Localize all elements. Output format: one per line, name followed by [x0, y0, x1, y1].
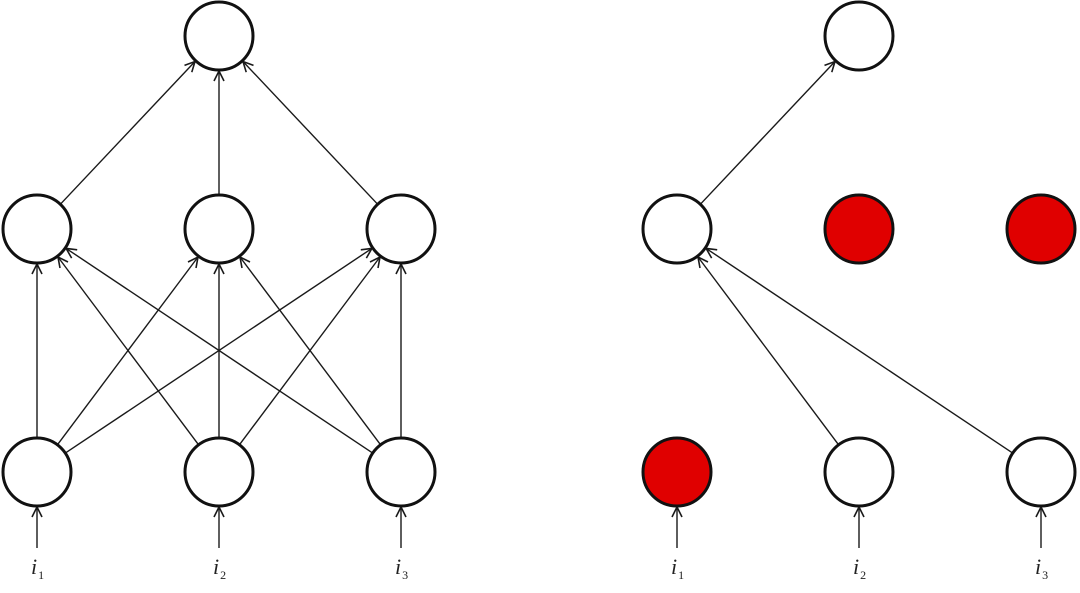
input-neuron: [823, 436, 895, 508]
input-neuron: [1, 436, 73, 508]
connection-arrow: [58, 257, 200, 446]
input-neuron: [1005, 436, 1077, 508]
connection-arrow: [59, 62, 195, 205]
hidden-neuron: [641, 193, 713, 265]
output-neuron: [183, 0, 255, 72]
connection-arrow: [706, 248, 1014, 454]
input-label: i2: [213, 554, 226, 582]
hidden-neuron: [183, 193, 255, 265]
input-neuron: [183, 436, 255, 508]
input-label: i3: [1035, 554, 1048, 582]
input-neuron: [365, 436, 437, 508]
input-label: i2: [853, 554, 866, 582]
input-label: i3: [395, 554, 408, 582]
dropped-hidden-neuron: [823, 193, 895, 265]
connection-arrow: [66, 248, 374, 454]
connection-arrow: [699, 62, 835, 205]
connection-arrow: [240, 257, 382, 446]
dropped-hidden-neuron: [1005, 193, 1077, 265]
hidden-neuron: [365, 193, 437, 265]
dropped-input-neuron: [641, 436, 713, 508]
hidden-neuron: [1, 193, 73, 265]
input-label: i1: [31, 554, 44, 582]
output-neuron: [823, 0, 895, 72]
connection-arrow: [243, 62, 379, 205]
full-network-panel: i1 i2 i3: [1, 0, 437, 582]
input-label: i1: [671, 554, 684, 582]
dropout-network-panel: i1 i2 i3: [641, 0, 1077, 582]
connection-arrow: [698, 257, 840, 446]
